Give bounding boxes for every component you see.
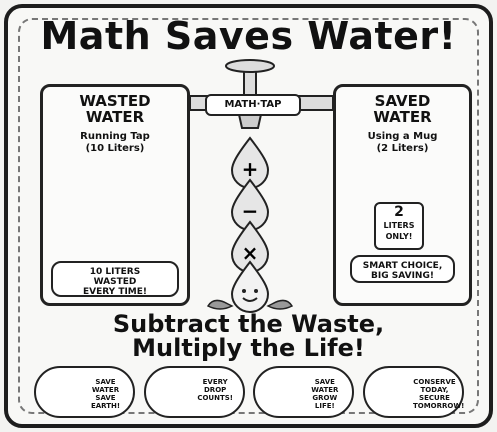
minus-symbol: − [242,199,259,223]
plus-symbol: + [242,157,259,181]
smiling-drop-icon [206,260,294,313]
wasted-sub-line2: (10 Liters) [85,143,145,154]
math-tap-label: MATH·TAP [205,94,301,116]
saved-title-line2: WATER [373,108,432,126]
tap-handle [225,59,275,73]
saved-callout: SMART CHOICE, BIG SAVING! [350,255,455,283]
saved-sub-line2: (2 Liters) [376,143,429,154]
saved-sub-line1: Using a Mug [367,131,438,142]
saved-title-line1: SAVED [374,92,431,110]
wasted-sub-line1: Running Tap [80,131,150,142]
slogan: Subtract the Waste, Multiply the Life! [112,310,385,362]
tap-stem [243,69,257,97]
wasted-title-line2: WATER [85,108,145,126]
mug-label: 2 LITERS ONLY! [374,202,424,250]
times-symbol: × [242,241,259,265]
wasted-callout: 10 LITERS WASTED EVERY TIME! [51,261,179,297]
wasted-title-line1: WASTED [79,92,151,110]
poster-title: Math Saves Water! [40,14,457,58]
